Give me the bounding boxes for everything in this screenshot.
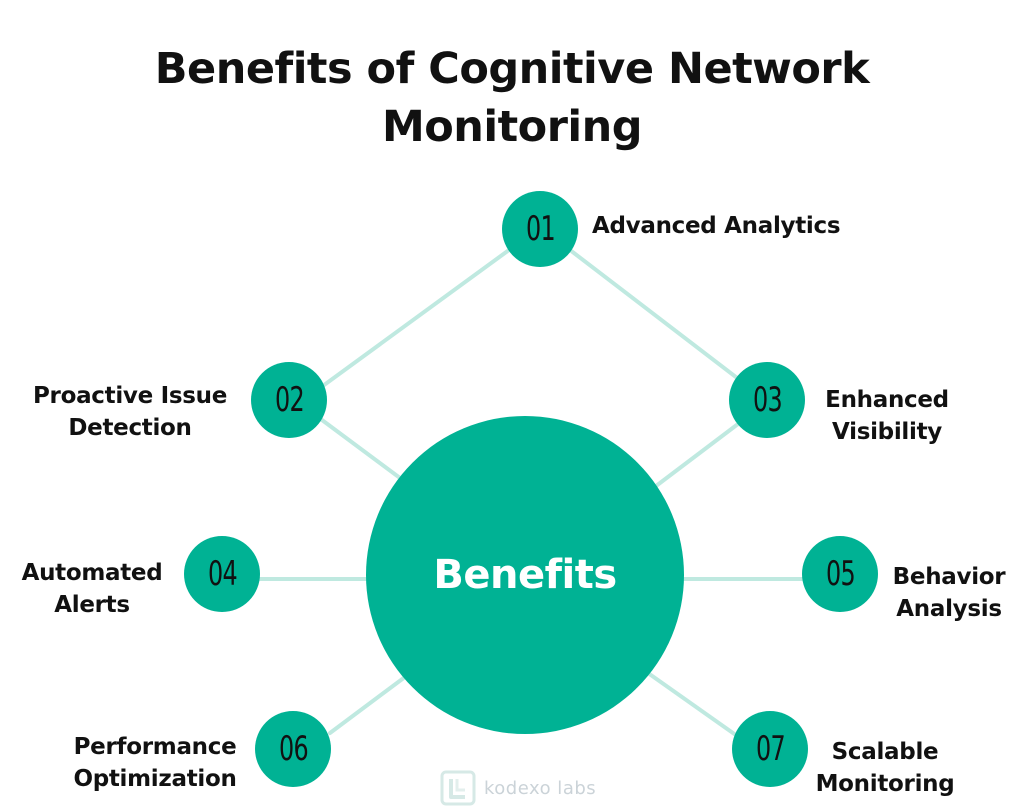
connector-01-03 — [568, 248, 747, 386]
label-line: Performance — [73, 734, 237, 760]
label-line: Enhanced — [825, 387, 949, 413]
node-02: 02 — [251, 362, 327, 438]
label-line: Visibility — [832, 419, 942, 445]
title-line-2: Monitoring — [381, 102, 643, 152]
label-line: Monitoring — [815, 771, 955, 797]
node-07-number: 07 — [755, 729, 786, 769]
label-automated-alerts: Automated Alerts — [6, 557, 178, 621]
node-01: 01 — [502, 191, 578, 267]
node-05-number: 05 — [825, 554, 856, 594]
connector-07-center — [646, 671, 742, 740]
label-line: Behavior — [892, 564, 1006, 590]
kodexo-labs-logo: kodexo labs — [440, 768, 596, 808]
connector-01-02 — [318, 248, 511, 390]
label-line: Advanced Analytics — [592, 213, 841, 239]
node-06: 06 — [255, 711, 331, 787]
node-04: 04 — [184, 536, 260, 612]
label-scalable-monitoring: Scalable Monitoring — [806, 736, 964, 800]
center-label: Benefits — [433, 552, 617, 598]
node-06-number: 06 — [278, 729, 309, 769]
node-04-number: 04 — [207, 554, 238, 594]
connector-02-center — [320, 418, 402, 480]
label-proactive-issue-detection: Proactive Issue Detection — [18, 380, 242, 444]
label-enhanced-visibility: Enhanced Visibility — [812, 384, 962, 448]
logo-text: kodexo labs — [484, 777, 597, 799]
node-07: 07 — [732, 711, 808, 787]
label-line: Analysis — [896, 596, 1002, 622]
connector-06-center — [328, 675, 407, 735]
label-line: Automated — [21, 560, 163, 586]
label-line: Alerts — [54, 592, 130, 618]
node-03: 03 — [729, 362, 805, 438]
label-performance-optimization: Performance Optimization — [50, 731, 260, 795]
title-line-1: Benefits of Cognitive Network — [154, 44, 870, 94]
node-02-number: 02 — [274, 380, 305, 420]
node-05: 05 — [802, 536, 878, 612]
label-line: Detection — [68, 415, 192, 441]
label-advanced-analytics: Advanced Analytics — [592, 210, 841, 242]
connector-03-center — [654, 422, 740, 488]
center-benefits-circle: Benefits — [366, 416, 684, 734]
label-line: Proactive Issue — [32, 383, 228, 409]
page-title: Benefits of Cognitive Network Monitoring — [0, 40, 1024, 156]
node-01-number: 01 — [525, 209, 556, 249]
kodexo-logo-icon — [440, 770, 476, 806]
node-03-number: 03 — [752, 380, 783, 420]
label-line: Scalable — [831, 739, 939, 765]
label-behavior-analysis: Behavior Analysis — [882, 561, 1016, 625]
label-line: Optimization — [73, 766, 237, 792]
